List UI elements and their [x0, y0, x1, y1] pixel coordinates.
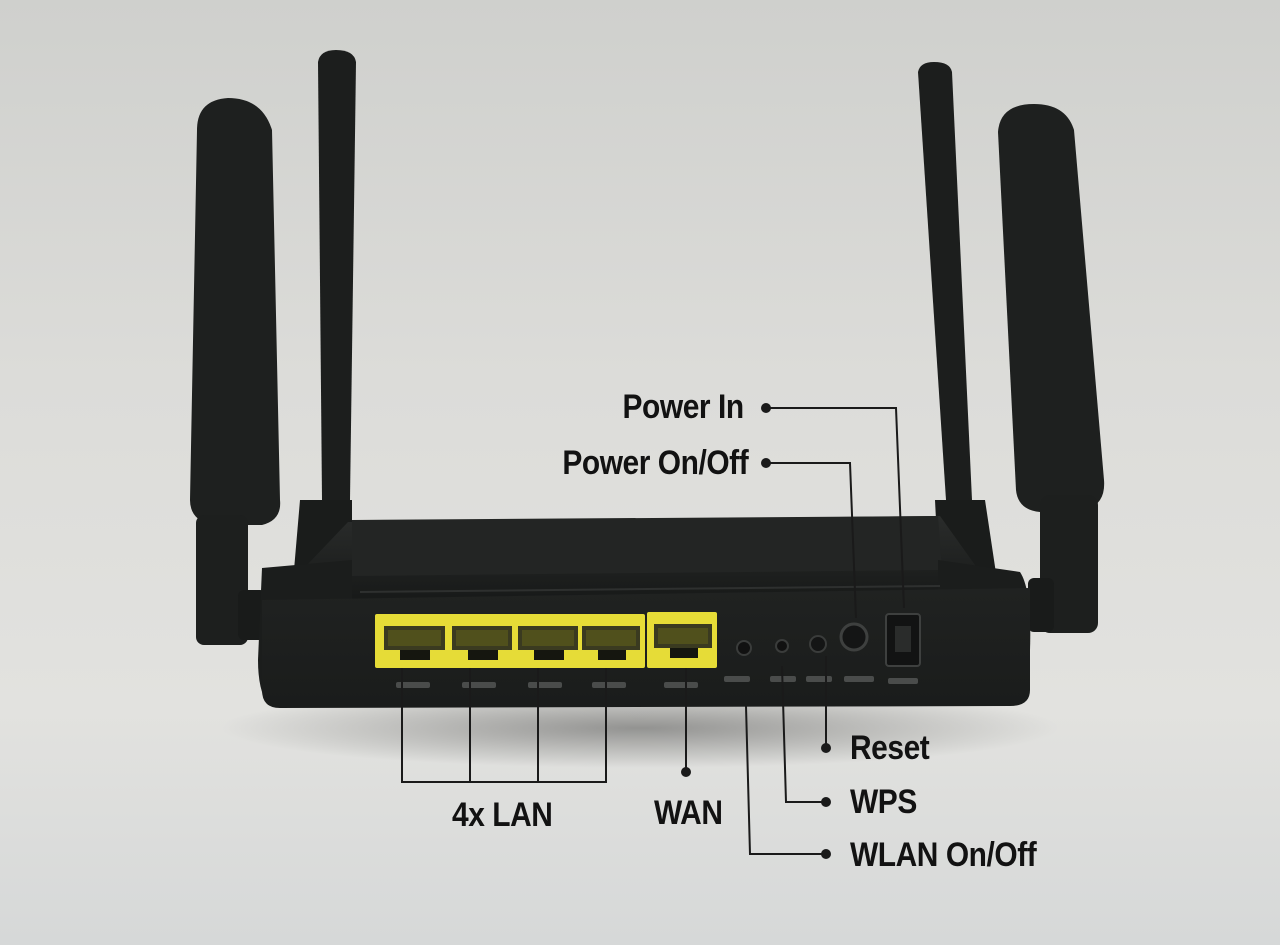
label-wan: WAN	[654, 794, 723, 832]
label-reset: Reset	[850, 729, 930, 767]
ethernet-port-icon	[518, 626, 578, 660]
ethernet-port-icon	[582, 626, 640, 660]
ethernet-port-icon	[452, 626, 512, 660]
label-power-in: Power In	[622, 388, 745, 426]
ethernet-port-icon	[654, 624, 712, 658]
label-power-onoff: Power On/Off	[562, 444, 748, 482]
button-icon	[736, 640, 752, 656]
button-icon	[775, 639, 789, 653]
antenna-icon	[190, 98, 281, 645]
callout-lines	[401, 407, 905, 855]
label-wps: WPS	[850, 783, 917, 821]
callout-dots	[681, 403, 831, 859]
label-4x-lan: 4x LAN	[452, 796, 553, 834]
button-icon	[839, 622, 869, 652]
label-wlan-onoff: WLAN On/Off	[850, 836, 1037, 874]
ethernet-port-icon	[384, 626, 445, 660]
button-icon	[809, 635, 827, 653]
antenna-icon	[998, 104, 1105, 633]
power-jack-icon	[885, 613, 921, 667]
device-shadow	[220, 688, 1060, 768]
